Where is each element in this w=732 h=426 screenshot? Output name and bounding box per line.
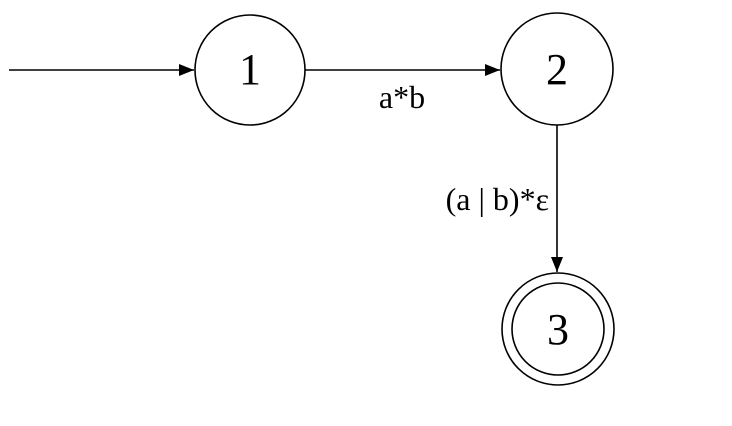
state-1-circle [194,14,306,126]
state-2-circle [500,12,614,126]
state-3-inner-circle [511,282,605,376]
transition-1-2-label: a*b [379,79,425,115]
state-2-label: 2 [546,45,568,94]
transition-2-3-label: (a | b)*ε [446,181,549,217]
state-1-label: 1 [239,45,261,94]
state-3-outer-circle [501,272,615,386]
state-3-label: 3 [547,305,569,354]
